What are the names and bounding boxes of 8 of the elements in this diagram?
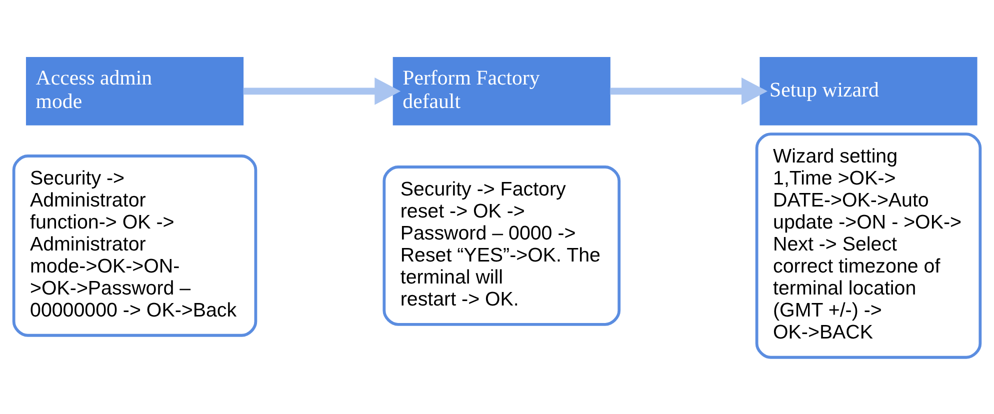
node-box: Security -> Administrator function-> OK -> Administrator mode->OK->ON- >OK->Password – 00000000 -> OK->Back bbox=[12, 154, 258, 336]
node-box: Setup wizard bbox=[760, 56, 978, 125]
arrow bbox=[243, 77, 401, 104]
node-box: Access admin mode bbox=[26, 56, 244, 125]
node-box: Wizard setting 1,Time >OK-> DATE->OK->Auto update ->ON - >OK-> Next -> Select correct timezone of terminal location (GMT +/-) -> OK->BACK bbox=[755, 132, 982, 358]
node-box: Security -> Factory reset -> OK -> Password – 0000 -> Reset “YES”->OK. The terminal will restart -> OK. bbox=[382, 165, 621, 326]
node-box: Perform Factory default bbox=[392, 56, 610, 125]
arrow bbox=[610, 77, 768, 104]
